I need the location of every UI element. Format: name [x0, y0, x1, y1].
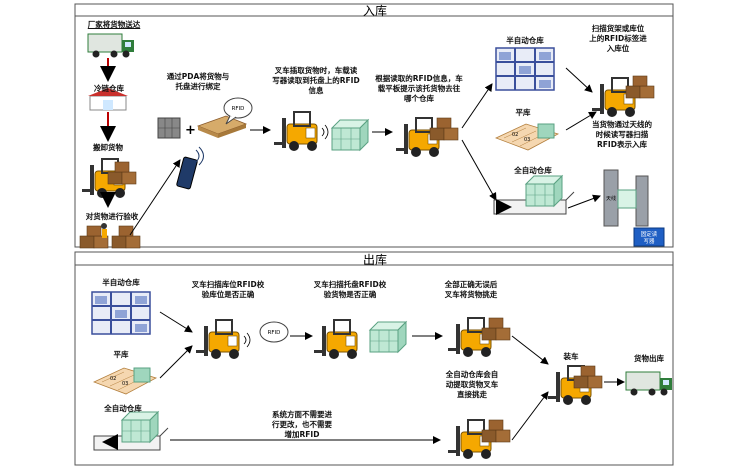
forklift-signal-icon: [321, 124, 329, 140]
out-semi-auto-label: 半自动仓库: [102, 278, 140, 287]
cold-storage-label: 冷链仓库: [94, 84, 124, 93]
pda-rfid-text: RFID: [232, 106, 245, 112]
outbound-section-title: 出库: [362, 253, 387, 267]
out-auto-pick-line2: 动提取货物叉车: [445, 380, 499, 389]
semi-auto-label: 半自动仓库: [506, 36, 544, 45]
flat-slot-03: 03: [524, 137, 530, 143]
flat-floor-cube-icon: [537, 123, 555, 139]
tablet-prompt-line1: 根据读取的RFID信息，车: [375, 74, 463, 83]
scan-shelf-line1: 扫描货架或库位: [591, 24, 645, 33]
out-auto-pick-boxes-icon: [481, 419, 511, 443]
out-all-correct-label: 全部正确无误后 叉车将货物挑走: [436, 280, 506, 300]
forklift-read-cube-icon: [331, 119, 369, 151]
flat-slot-02: 02: [512, 132, 518, 138]
inspect-workers-icon: [79, 223, 141, 249]
out-all-correct-line2: 叉车将货物挑走: [444, 290, 498, 299]
out-pick-boxes-icon: [481, 317, 511, 341]
plus-sign: +: [185, 123, 196, 138]
tablet-prompt-line2: 载平板提示该托货物去往: [377, 84, 461, 93]
out-rfid-text: RFID: [268, 330, 281, 336]
out-flat-floor-cube-icon: [133, 367, 151, 383]
out-shipping-label: 货物出库: [634, 354, 664, 363]
gate-scan-line2: 时候读写器扫描: [595, 130, 649, 139]
out-loading-label: 装车: [563, 352, 579, 361]
forklift-read-label: 叉车插取货物时，车载读 写器读取到托盘上的RFID 信息: [268, 66, 364, 96]
shipping-truck-icon: [625, 371, 673, 396]
out-no-rfid-line2: 行更改，也不需要: [272, 420, 332, 429]
tablet-prompt-label: 根据读取的RFID信息，车 载平板提示该托货物去往 哪个仓库: [372, 74, 466, 104]
factory-delivery-label: 厂家将货物送达: [87, 20, 141, 29]
out-rfid-bubble: [259, 321, 289, 343]
loading-boxes-icon: [573, 365, 603, 389]
out-scan-pallet-line2: 验货物是否正确: [323, 290, 377, 299]
out-all-correct-line1: 全部正确无误后: [444, 280, 498, 289]
out-scan-location-line1: 叉车扫描库位RFID校: [191, 280, 265, 289]
fixed-reader-badge: [633, 227, 665, 247]
fixed-reader-line2: 写器: [643, 238, 655, 245]
pda-device-icon: [176, 146, 204, 190]
unload-label: 搬卸货物: [93, 143, 123, 152]
out-no-rfid-label: 系统方面不需要进 行更改，也不需要 增加RFID: [262, 410, 342, 440]
pda-rfid-bubble: [223, 97, 253, 125]
forklift-read-line3: 信息: [308, 86, 324, 95]
out-scan-location-forklift-icon: [195, 319, 240, 360]
antenna-gate-icon: [603, 169, 649, 227]
forklift-tablet-boxes-icon: [429, 117, 459, 141]
out-auto-pick-line3: 直接挑走: [457, 390, 487, 399]
scan-shelf-line2: 上的RFID标签进: [589, 34, 647, 43]
out-scan-pallet-line1: 叉车扫描托盘RFID校: [313, 280, 387, 289]
pda-bind-line2: 托盘进行绑定: [175, 82, 221, 91]
out-auto-pick-line1: 全自动仓库会自: [445, 370, 499, 379]
out-scan-pallet-cube-icon: [369, 321, 407, 353]
out-auto-pick-label: 全自动仓库会自 动提取货物叉车 直接挑走: [438, 370, 506, 400]
shelf-scan-boxes-icon: [625, 75, 655, 99]
full-auto-storage-icon: [493, 175, 575, 215]
out-scan-location-line2: 验库位是否正确: [201, 290, 255, 299]
forklift-read-icon: [273, 111, 318, 152]
inbound-section-title: 入库: [362, 4, 387, 18]
out-no-rfid-line1: 系统方面不需要进: [272, 410, 332, 419]
scan-shelf-line3: 入库位: [606, 44, 630, 53]
out-scan-location-signal-icon: [243, 332, 251, 348]
delivery-truck-icon: [87, 33, 135, 58]
out-full-auto-label: 全自动仓库: [104, 404, 142, 413]
flat-label: 平库: [515, 108, 531, 117]
antenna-label: 天线: [606, 195, 616, 202]
forklift-read-line2: 写器读取到托盘上的RFID: [272, 76, 360, 85]
unload-boxes-icon: [107, 161, 137, 185]
out-scan-pallet-label: 叉车扫描托盘RFID校 验货物是否正确: [310, 280, 390, 300]
gate-scan-line3: RFID表示入库: [597, 140, 647, 149]
full-auto-label: 全自动仓库: [514, 166, 552, 175]
outbound-frame: [74, 251, 674, 466]
inspect-label: 对货物进行验收: [85, 212, 139, 221]
pallet-icon: [196, 115, 248, 138]
gate-scan-line1: 当货物通过天线的: [592, 120, 652, 129]
out-scan-location-label: 叉车扫描库位RFID校 验库位是否正确: [188, 280, 268, 300]
pda-bind-line1: 通过PDA将货物与: [166, 72, 230, 81]
out-scan-pallet-forklift-icon: [313, 319, 358, 360]
cold-storage-icon: [88, 88, 128, 111]
scan-shelf-label: 扫描货架或库位 上的RFID标签进 入库位: [586, 24, 650, 54]
pda-bind-label: 通过PDA将货物与 托盘进行绑定: [160, 72, 236, 92]
gate-scan-label: 当货物通过天线的 时候读写器扫描 RFID表示入库: [586, 120, 658, 150]
tablet-prompt-line3: 哪个仓库: [404, 94, 434, 103]
semi-auto-shelf-icon: [495, 47, 555, 91]
out-flat-slot-03: 03: [122, 381, 128, 387]
out-flat-label: 平库: [113, 350, 129, 359]
out-semi-auto-shelf-icon: [91, 291, 151, 335]
inbound-frame: [74, 3, 674, 248]
out-flat-slot-02: 02: [110, 376, 116, 382]
out-full-auto-storage-icon: [93, 411, 169, 451]
forklift-read-line1: 叉车插取货物时，车载读: [274, 66, 358, 75]
out-no-rfid-line3: 增加RFID: [284, 430, 320, 439]
goods-cubes-icon: [157, 117, 181, 139]
fixed-reader-line1: 固定读: [641, 230, 658, 238]
